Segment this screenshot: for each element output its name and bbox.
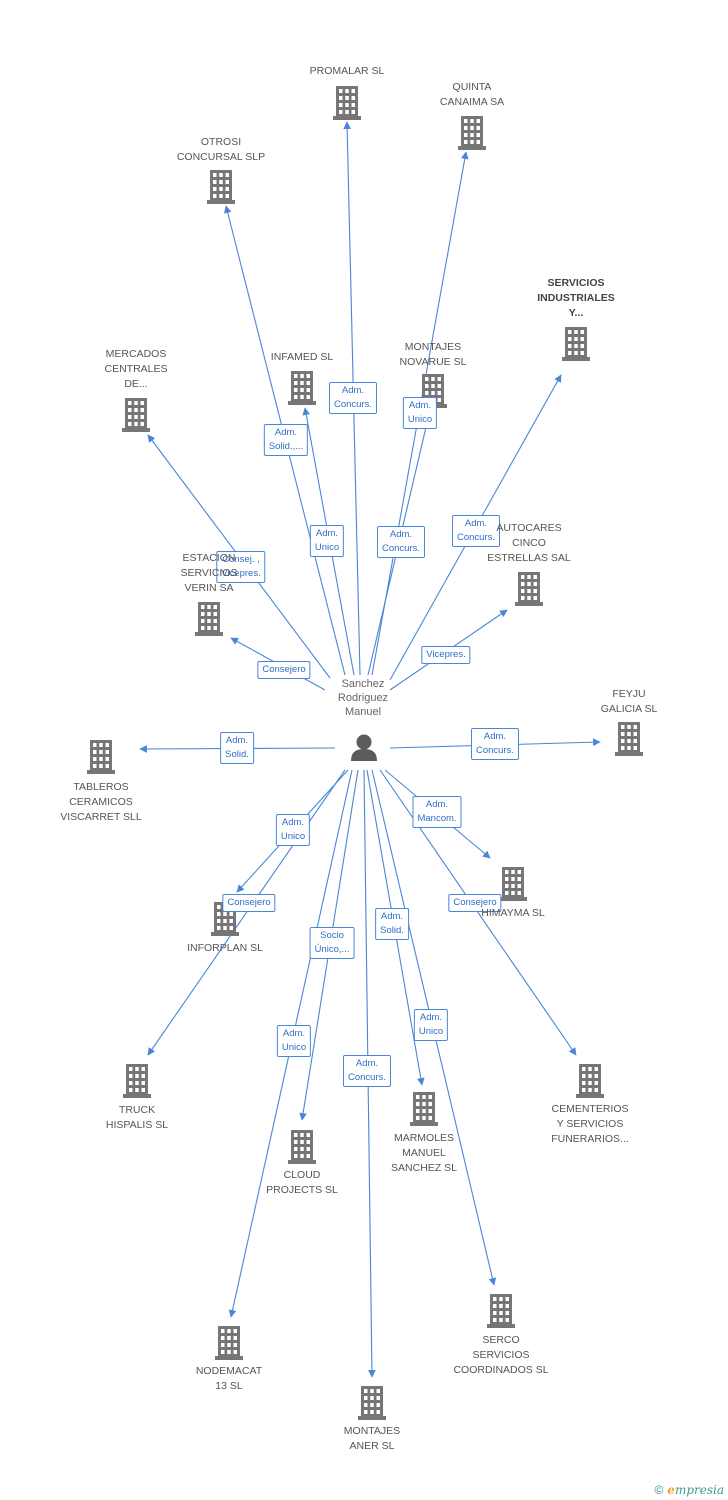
company-label-truck[interactable]: TRUCK HISPALIS SL <box>105 1104 169 1131</box>
role-label-montajes_aner[interactable]: Adm. Concurs. <box>342 1055 392 1087</box>
company-label-infamed[interactable]: INFAMED SL <box>270 351 334 363</box>
building-icon-montajes_aner[interactable] <box>358 1386 386 1420</box>
role-label-otrosi[interactable]: Adm. Solid.,... <box>263 424 309 456</box>
role-label-quinta[interactable]: Adm. Unico <box>402 397 438 429</box>
role-label-infamed[interactable]: Adm. Unico <box>309 525 345 557</box>
brand-logo-initial: e <box>667 1483 675 1497</box>
company-label-marmoles[interactable]: MARMOLES MANUEL SANCHEZ SL <box>391 1132 457 1174</box>
building-icon-truck[interactable] <box>123 1064 151 1098</box>
copyright-symbol: © <box>654 1483 664 1497</box>
brand-logo-text: mpresia <box>674 1483 724 1497</box>
company-label-inforplan[interactable]: INFORPLAN SL <box>187 942 263 954</box>
role-label-cementerios[interactable]: Consejero <box>448 894 502 912</box>
company-label-montajes_aner[interactable]: MONTAJES ANER SL <box>343 1425 401 1452</box>
company-label-cloud[interactable]: CLOUD PROJECTS SL <box>266 1169 338 1196</box>
company-label-serco[interactable]: SERCO SERVICIOS COORDINADOS SL <box>453 1334 549 1376</box>
role-label-himayma[interactable]: Adm. Mancom. <box>412 796 462 828</box>
role-label-montajes_novarue[interactable]: Adm. Concurs. <box>376 526 426 558</box>
company-label-servicios[interactable]: SERVICIOS INDUSTRIALES Y... <box>537 277 615 319</box>
building-icon-servicios[interactable] <box>562 327 590 361</box>
building-icon-infamed[interactable] <box>288 371 316 405</box>
role-label-nodemacat[interactable]: Adm. Unico <box>276 1025 312 1057</box>
company-label-feyju[interactable]: FEYJU GALICIA SL <box>600 688 658 715</box>
role-label-estacion[interactable]: Consejero <box>257 661 311 679</box>
company-label-otrosi[interactable]: OTROSI CONCURSAL SLP <box>176 136 266 163</box>
building-icon-quinta[interactable] <box>458 116 486 150</box>
role-label-serco[interactable]: Adm. Unico <box>413 1009 449 1041</box>
role-label-feyju[interactable]: Adm. Concurs. <box>470 728 520 760</box>
company-label-promalar[interactable]: PROMALAR SL <box>309 65 385 77</box>
footer-brand: ©empresia <box>654 1483 724 1497</box>
building-icon-tableros[interactable] <box>87 740 115 774</box>
building-icon-cementerios[interactable] <box>576 1064 604 1098</box>
role-label-tableros[interactable]: Adm. Solid. <box>220 732 254 764</box>
building-icon-estacion[interactable] <box>195 602 223 636</box>
company-label-mercados[interactable]: MERCADOS CENTRALES DE... <box>104 348 168 390</box>
building-icon-nodemacat[interactable] <box>215 1326 243 1360</box>
company-label-montajes_novarue[interactable]: MONTAJES NOVARUE SL <box>399 341 467 368</box>
building-icon-feyju[interactable] <box>615 722 643 756</box>
role-label-cloud[interactable]: Socio Único,... <box>309 927 355 959</box>
company-label-himayma[interactable]: HIMAYMA SL <box>481 907 545 919</box>
building-icon-himayma[interactable] <box>499 867 527 901</box>
company-label-nodemacat[interactable]: NODEMACAT 13 SL <box>195 1365 263 1392</box>
building-icon-serco[interactable] <box>487 1294 515 1328</box>
building-icon-marmoles[interactable] <box>410 1092 438 1126</box>
company-label-tableros[interactable]: TABLEROS CERAMICOS VISCARRET SLL <box>60 781 142 823</box>
company-label-cementerios[interactable]: CEMENTERIOS Y SERVICIOS FUNERARIOS... <box>551 1103 629 1145</box>
role-label-promalar[interactable]: Adm. Concurs. <box>328 382 378 414</box>
building-icon-otrosi[interactable] <box>207 170 235 204</box>
building-icon-cloud[interactable] <box>288 1130 316 1164</box>
edge-line-truck <box>147 769 346 1056</box>
company-label-quinta[interactable]: QUINTA CANAIMA SA <box>439 81 505 108</box>
building-icon-promalar[interactable] <box>333 86 361 120</box>
company-label-autocares[interactable]: AUTOCARES CINCO ESTRELLAS SAL <box>487 522 571 564</box>
role-label-autocares[interactable]: Vicepres. <box>421 646 471 664</box>
role-label-inforplan[interactable]: Adm. Unico <box>275 814 311 846</box>
role-label-marmoles[interactable]: Adm. Solid. <box>375 908 409 940</box>
role-label-servicios[interactable]: Adm. Concurs. <box>451 515 501 547</box>
building-icon-autocares[interactable] <box>515 572 543 606</box>
person-icon[interactable] <box>351 734 377 762</box>
building-icon-mercados[interactable] <box>122 398 150 432</box>
person-name-label[interactable]: Sanchez Rodriguez Manuel <box>337 678 389 718</box>
role-label-truck[interactable]: Consejero <box>222 894 276 912</box>
company-label-estacion[interactable]: ESTACION SERVICIOS VERIN SA <box>180 552 238 594</box>
role-label-mercados[interactable]: Consej. , Vicepres. <box>216 551 266 583</box>
